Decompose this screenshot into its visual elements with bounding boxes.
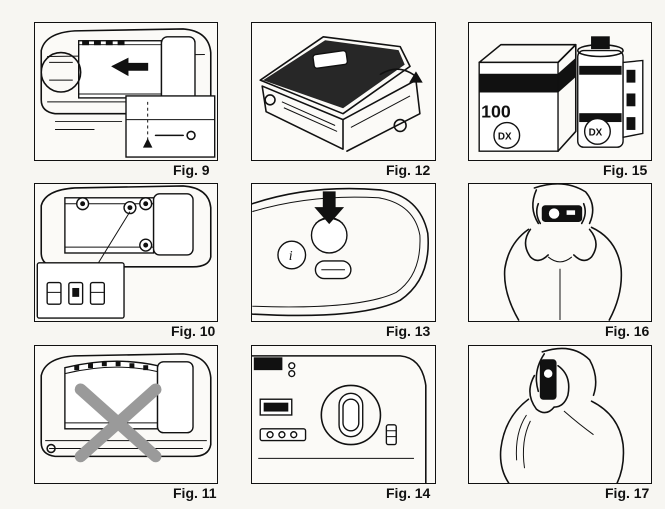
figure-16-panel <box>468 183 652 322</box>
figure-14-caption: Fig. 14 <box>386 485 431 501</box>
camera-film-sprocket-check-illustration <box>36 185 212 319</box>
dx-film-box-and-cartridge-illustration: 100 DX DX <box>478 36 644 152</box>
figure-10-panel <box>34 183 218 322</box>
figure-11-panel <box>34 345 218 484</box>
dx-mark-cartridge: DX <box>589 127 603 138</box>
camera-top-shutter-button-illustration: i <box>252 187 429 317</box>
figure-12-panel <box>251 22 436 161</box>
figure-16-caption: Fig. 16 <box>605 323 650 339</box>
person-holding-camera-horizontally-illustration <box>503 184 623 321</box>
dx-mark-box: DX <box>498 131 512 142</box>
person-holding-camera-vertically-illustration <box>499 347 625 483</box>
figure-17-panel <box>468 345 652 484</box>
camera-open-back-film-loading-illustration <box>40 28 216 158</box>
figure-17-caption: Fig. 17 <box>605 485 650 501</box>
figure-11-caption: Fig. 11 <box>173 485 217 501</box>
figure-13-panel: i <box>251 183 436 322</box>
camera-back-window-illustration <box>252 355 427 483</box>
info-mark: i <box>289 248 293 263</box>
figure-9-caption: Fig. 9 <box>173 162 210 178</box>
figure-15-caption: Fig. 15 <box>603 162 648 178</box>
incorrect-film-loading-crossed-illustration <box>40 353 212 463</box>
figure-10-caption: Fig. 10 <box>171 323 216 339</box>
figure-13-caption: Fig. 13 <box>386 323 431 339</box>
camera-back-cover-closing-illustration <box>259 36 423 152</box>
figure-12-caption: Fig. 12 <box>386 162 431 178</box>
figure-14-panel <box>251 345 436 484</box>
figure-9-panel <box>34 22 218 161</box>
figure-15-panel: 100 DX DX <box>468 22 652 161</box>
film-speed-text: 100 <box>481 102 511 122</box>
